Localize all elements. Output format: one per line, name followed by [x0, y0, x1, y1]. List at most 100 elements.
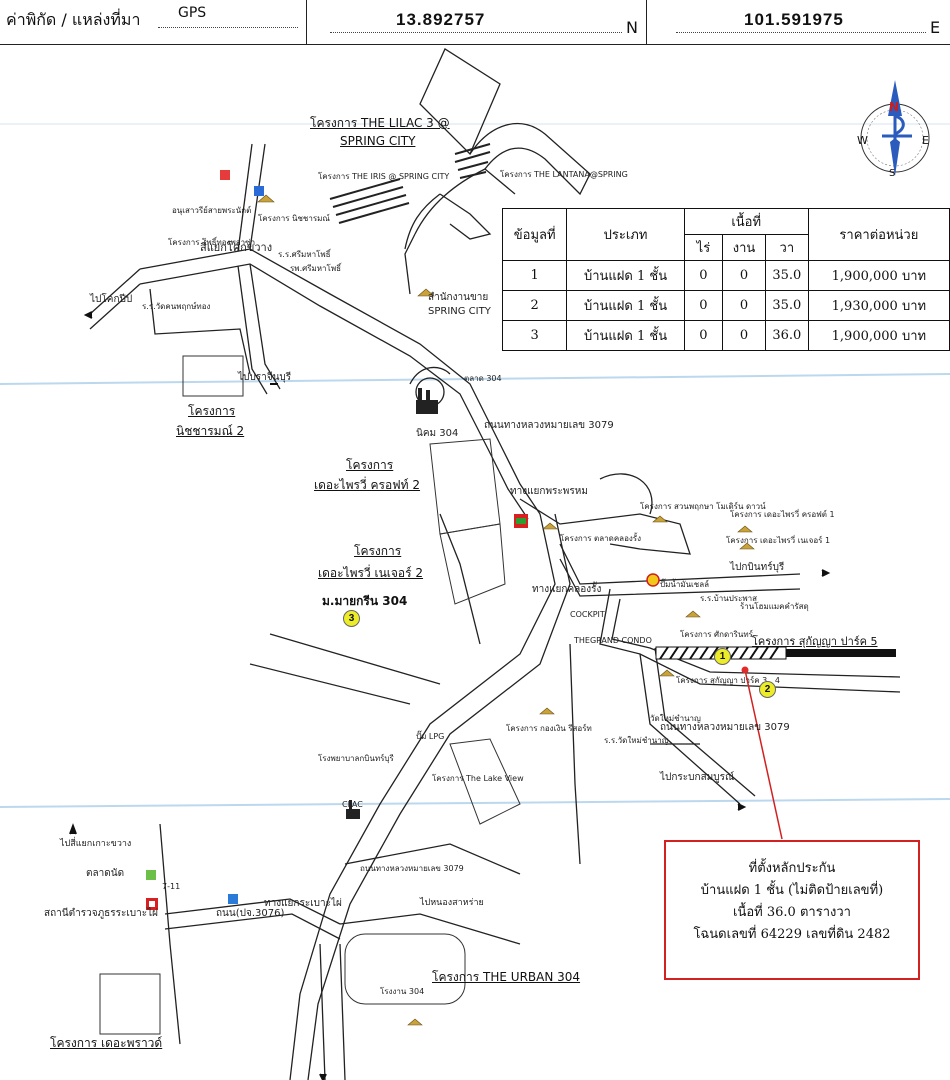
project-nature-1: โครงการ — [354, 544, 402, 558]
road-3078 — [249, 263, 281, 390]
road — [519, 498, 691, 555]
block-crofts — [439, 523, 506, 605]
road-north — [249, 143, 266, 250]
compass-w: W — [857, 134, 868, 147]
block-north — [419, 48, 501, 156]
th-ngan: งาน — [722, 234, 766, 261]
label-wat-chan: วัดใหม่ชำนาญ — [650, 714, 701, 723]
project-nature-2: เดอะไพรวี่ เนเจอร์ 2 — [318, 566, 424, 580]
source-cell: ค่าพิกัด / แหล่งที่มา GPS — [0, 0, 307, 44]
th-price: ราคาต่อหน่วย — [807, 208, 950, 261]
cell-rai: 0 — [683, 320, 724, 351]
label-privy-nature1: โครงการ เดอะไพรวี่ เนเจอร์ 1 — [726, 536, 831, 545]
road-3079 — [639, 653, 741, 805]
highway-3079 — [289, 513, 556, 1080]
label-nikom304: นิคม 304 — [416, 428, 459, 439]
table-row: 3 บ้านแฝด 1 ชั้น 0 0 36.0 1,900,000 บาท — [501, 320, 950, 351]
road-kabin — [559, 543, 801, 585]
th-rai: ไร่ — [683, 234, 724, 261]
monument-icon — [220, 170, 230, 180]
gas-icon — [228, 894, 238, 904]
project-lilac-1: โครงการ THE LILAC 3 @ — [310, 116, 450, 130]
cell-rai: 0 — [683, 260, 724, 291]
project-nichara-2: นิชชารมณ์ 2 — [176, 424, 245, 438]
lat-suffix: N — [626, 18, 638, 37]
label-cpac: CPAC — [342, 800, 363, 809]
highway-3079 — [307, 513, 571, 1080]
label-yaek-rabao: ทางแยกระเบาะไผ่ — [264, 898, 342, 909]
cell-ngan: 0 — [722, 320, 766, 351]
direction-arrows — [69, 311, 831, 1080]
cell-type: บ้านแฝด 1 ชั้น — [566, 260, 685, 291]
label-road-3079-b: ถนนทางหลวงหมายเลข 3079 — [660, 722, 790, 733]
cell-ngan: 0 — [722, 260, 766, 291]
road — [269, 633, 441, 685]
cell-wa: 35.0 — [764, 260, 809, 291]
scan-line — [0, 373, 950, 385]
label-to-nong-sarai: ไปหนองสาหร่าย — [420, 898, 484, 908]
collateral-line4: โฉนดเลขที่ 64229 เลขที่ดิน 2482 — [693, 927, 891, 942]
seven-icon — [146, 870, 156, 880]
label-school-ban: ร.ร.บ้านประพาส — [700, 594, 758, 603]
cell-no: 3 — [501, 320, 568, 351]
source-value: GPS — [178, 5, 207, 21]
dotted-line — [330, 32, 622, 33]
compass-n: N — [889, 100, 900, 114]
project-nichara-1: โครงการ — [188, 404, 236, 418]
project-mayareen: ม.มายกรีน 304 — [322, 594, 408, 608]
label-cockpit: COCKPIT — [570, 610, 605, 619]
road — [249, 663, 411, 705]
label-sriyang: สี่แยกโคกขวาง — [200, 241, 273, 254]
project-urban: โครงการ THE URBAN 304 — [432, 970, 581, 984]
label-wat-khon: ร.ร.วัดคนพฤกษ์ทอง — [142, 302, 211, 311]
cell-type: บ้านแฝด 1 ชั้น — [566, 320, 685, 351]
label-nichara-proj: โครงการ นิชชารมณ์ — [258, 214, 330, 223]
project-paradise: โครงการ เดอะพราวด์ — [50, 1036, 163, 1050]
bank-icon — [254, 186, 264, 196]
cell-no: 2 — [501, 290, 568, 321]
project-lilac-2: SPRING CITY — [340, 134, 416, 148]
road — [159, 823, 181, 1045]
cell-type: บ้านแฝด 1 ชั้น — [566, 290, 685, 321]
th-wa: วา — [764, 234, 809, 261]
cell-wa: 36.0 — [764, 320, 809, 351]
compass-e: E — [922, 134, 929, 147]
main-road — [139, 248, 541, 515]
collateral-line3: เนื้อที่ 36.0 ตารางวา — [733, 905, 851, 920]
loop-road — [404, 233, 416, 295]
cell-rai: 0 — [683, 290, 724, 321]
label-lake: โครงการ The Lake View — [432, 774, 524, 783]
road-3078 — [237, 265, 268, 395]
table-row: 1 บ้านแฝด 1 ชั้น 0 0 35.0 1,900,000 บาท — [501, 260, 950, 291]
label-iris: โครงการ THE IRIS @ SPRING CITY — [318, 172, 450, 181]
project-crofts-2: เดอะไพรวี่ ครอฟท์ 2 — [314, 478, 421, 492]
road — [569, 643, 581, 865]
label-to-khok-sung: ไปกระบกสมบูรณ์ — [660, 772, 735, 783]
label-sales-office-1: สำนักงานขาย — [428, 292, 489, 303]
label-lantana: โครงการ THE LANTANA@SPRING — [500, 170, 628, 179]
dotted-line — [158, 27, 298, 28]
scan-line — [0, 798, 950, 808]
label-lpg: ปั๊ม LPG — [416, 732, 445, 741]
label-hospital-sri: รพ.ศรีมหาโพธิ์ — [290, 264, 341, 273]
road — [344, 843, 521, 875]
collateral-box: ที่ตั้งหลักประกัน บ้านแฝด 1 ชั้น (ไม่ติด… — [664, 840, 920, 980]
label-sukanya34: โครงการ สุกัญญา ปาร์ค 3 , 4 — [676, 676, 780, 685]
label-pho-project: โครงการ โพธิ์ทองพลาซ่า — [168, 238, 256, 247]
market-icon — [516, 518, 526, 524]
th-area: เนื้อที่ — [683, 208, 809, 235]
label-to-rabao: ไปสี่แยกเกาะขวาง — [60, 839, 132, 849]
label-grand-condo: THEGRAND CONDO — [574, 636, 652, 645]
latitude-value: 13.892757 — [396, 10, 486, 29]
label-hospital-kabin: โรงพยาบาลกบินทร์บุรี — [318, 754, 394, 763]
road — [149, 288, 251, 375]
road — [339, 943, 346, 1080]
roads — [89, 48, 901, 1080]
block-paradise — [99, 973, 161, 1035]
block-lake — [449, 738, 521, 825]
dotted-line — [676, 32, 926, 33]
loop-road — [414, 168, 516, 235]
marker-2: 2 — [759, 681, 776, 698]
price-table: ข้อมูลที่ ประเภท เนื้อที่ ราคาต่อหน่วย ไ… — [501, 208, 950, 351]
longitude-cell: 101.591975 E — [646, 0, 950, 44]
